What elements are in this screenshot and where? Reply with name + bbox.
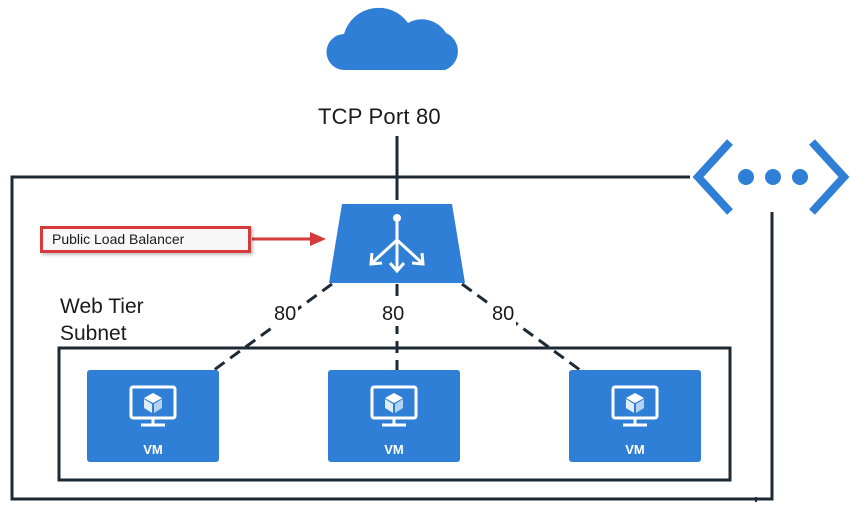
port-label: 80: [272, 303, 299, 326]
load-balancer-callout: Public Load Balancer: [40, 226, 251, 253]
vm-icon: [611, 385, 659, 427]
subnet-boundary: [57, 346, 732, 482]
vm-icon: [129, 385, 177, 427]
vm-label: VM: [384, 442, 404, 457]
port-title: TCP Port 80: [318, 104, 441, 129]
backend-links: [213, 282, 581, 372]
vm-tile: [569, 370, 701, 462]
backend-link: [461, 282, 581, 372]
vm-tile: [87, 370, 219, 462]
cloud-icon: [326, 7, 458, 71]
callout-arrow: [252, 232, 326, 246]
load-balancer-icon: [329, 204, 465, 283]
vm-label: VM: [625, 442, 645, 457]
backend-link: [213, 282, 333, 372]
subnet-label: Web Tier Subnet: [60, 293, 144, 347]
vm-label: VM: [143, 442, 163, 457]
vm-tile: [328, 370, 460, 462]
subnet-label-line2: Subnet: [60, 322, 127, 345]
vnet-boundary: [10, 175, 774, 501]
vm-icon: [370, 385, 418, 427]
port-label: 80: [490, 303, 517, 326]
virtual-network-icon: [692, 139, 850, 215]
port-label: 80: [380, 303, 407, 326]
subnet-label-line1: Web Tier: [60, 295, 144, 318]
